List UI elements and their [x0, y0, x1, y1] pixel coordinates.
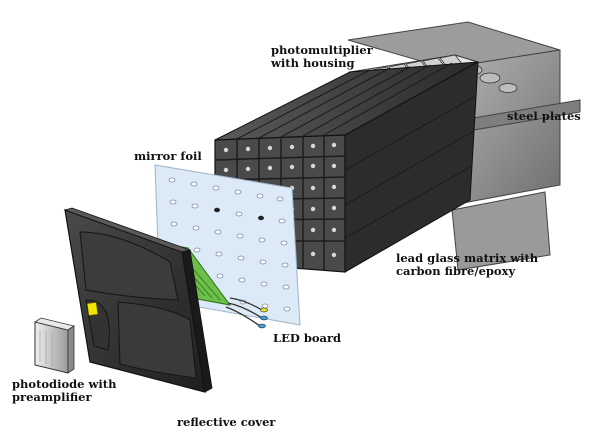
reflective-cover-label: reflective cover — [177, 416, 275, 429]
photomultiplier-label-line1: photomultiplier — [271, 44, 373, 57]
photodiode-label: photodiode with preamplifier — [12, 378, 116, 403]
photomultiplier-label-line2: with housing — [271, 57, 373, 70]
lead-glass-label-line2: carbon fibre/epoxy — [396, 265, 538, 278]
mirror-foil-label: mirror foil — [134, 150, 202, 163]
led-board-label: LED board — [273, 332, 341, 345]
photodiode-label-line2: preamplifier — [12, 391, 116, 404]
photodiode-preamplifier — [35, 318, 74, 373]
lead-glass-label-line1: lead glass matrix with — [396, 252, 538, 265]
photodiode-label-line1: photodiode with — [12, 378, 116, 391]
lead-glass-label: lead glass matrix with carbon fibre/epox… — [396, 252, 538, 277]
steel-plates-label: steel plates — [507, 110, 581, 123]
photomultiplier-label: photomultiplier with housing — [271, 44, 373, 69]
